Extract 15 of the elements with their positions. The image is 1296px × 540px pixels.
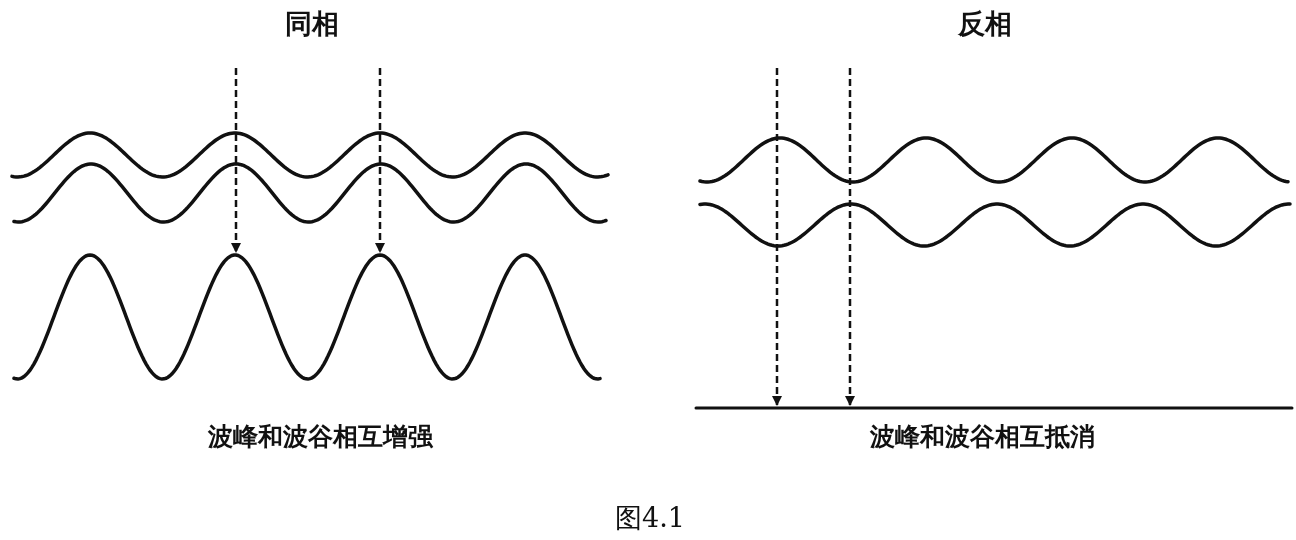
- result-caption: 波峰和波谷相互抵消: [869, 421, 1095, 453]
- panel-title: 反相: [958, 7, 1012, 41]
- figure-caption: 图4.1: [615, 501, 685, 535]
- dashed-arrow: [772, 68, 782, 406]
- dashed-arrow: [845, 68, 855, 406]
- wave-curve: [11, 161, 609, 225]
- wave-curve: [9, 130, 611, 180]
- result-caption: 波峰和波谷相互增强: [207, 421, 433, 453]
- wave-curve: [697, 201, 1293, 249]
- wave-curve: [11, 252, 603, 382]
- flat-line: [693, 405, 1295, 411]
- dashed-arrow: [231, 68, 241, 253]
- panel-title: 同相: [285, 7, 339, 41]
- wave-curve: [697, 135, 1291, 185]
- dashed-arrow: [375, 68, 385, 253]
